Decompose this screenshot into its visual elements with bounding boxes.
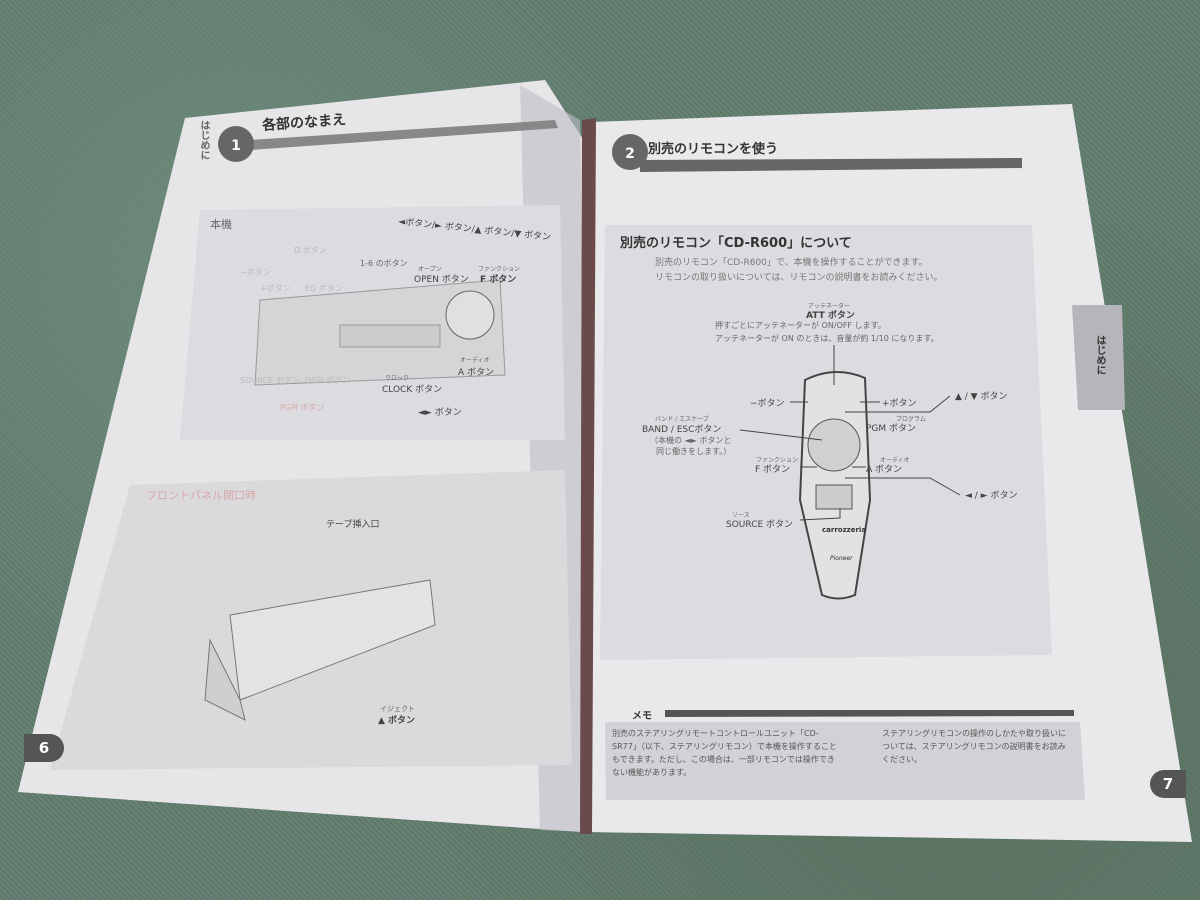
right-page-title: 別売のリモコンを使う [648, 142, 779, 157]
remote-brand: carrozzeria [822, 526, 867, 534]
remote-label-source: SOURCE ボタン [726, 520, 794, 530]
remote-label-plus: +ボタン [882, 399, 917, 409]
left-page-number: 6 [24, 734, 64, 762]
label-a-button: A ボタン [458, 368, 495, 378]
right-section-title: 別売のリモコン「CD-R600」について [620, 236, 852, 251]
label-f-button: F ボタン [480, 275, 517, 285]
right-chapter-badge: 2 [612, 134, 648, 170]
remote-label-band: BAND / ESCボタン [642, 425, 722, 435]
label-clock-ruby: クロック [385, 375, 410, 382]
label-plus-button: +ボタン [260, 284, 291, 293]
head-unit-dial [445, 290, 495, 340]
front-panel-drawing [229, 579, 436, 701]
label-lr-button: ◄► ボタン [418, 408, 462, 418]
memo-bar [665, 710, 1074, 717]
section-front-panel: フロントパネル開口時 [146, 489, 256, 502]
att-ruby: アッテネーター [808, 303, 851, 310]
remote-dpad [807, 418, 861, 472]
remote-band-note-2: 同じ働きをします。） [656, 447, 732, 456]
label-audio-ruby: オーディオ [460, 357, 490, 364]
remote-label-f: F ボタン [755, 465, 791, 475]
spine [580, 118, 596, 834]
remote-label-left-right: ◄ / ► ボタン [965, 491, 1018, 501]
memo-title: メモ [632, 711, 652, 722]
label-eject-button: ▲ ボタン [378, 716, 416, 726]
left-title-bar [250, 120, 558, 150]
label-source-button: SOURCE ボタン [240, 376, 300, 385]
bullet-2: リモコンの取り扱いについては、リモコンの説明書をお読みください。 [655, 273, 943, 283]
right-side-tab: はじめに [1094, 335, 1105, 375]
remote-band-note-1: （本機の ◄► ボタンと [650, 436, 732, 445]
head-unit-display [339, 324, 441, 348]
label-eq-button: EQ ボタン [305, 284, 343, 293]
remote-pgm-ruby: プログラム [896, 416, 926, 423]
label-eject-ruby: イジェクト [380, 705, 415, 713]
label-one-to-six: 1-6 のボタン [360, 259, 408, 268]
remote-band-ruby: バンド / エスケープ [655, 416, 709, 423]
remote-a-ruby: オーディオ [880, 457, 910, 464]
label-d-button: D ボタン [294, 246, 327, 255]
remote-source-ruby: ソース [732, 512, 750, 519]
label-open-button: OPEN ボタン [414, 275, 469, 285]
remote-label-a: A ボタン [866, 465, 903, 475]
remote-leader-lines [739, 345, 961, 521]
att-desc-1: 押すごとにアッテネーターが ON/OFF します。 [715, 321, 886, 330]
front-panel-tray [204, 638, 246, 721]
right-title-bar [640, 158, 1022, 172]
remote-label-minus: −ボタン [750, 399, 785, 409]
right-chapter-number: 2 [625, 146, 635, 162]
att-label: ATT ボタン [806, 311, 855, 321]
memo-item-1: 別売のステアリングリモートコントロールユニット「CD-SR77」（以下、ステアリ… [612, 729, 837, 777]
remote-f-ruby: ファンクション [756, 457, 799, 464]
label-pgm-button: PGM ボタン [280, 403, 325, 412]
memo-box [605, 722, 1085, 800]
remote-label-pgm: PGM ボタン [866, 424, 917, 434]
label-minus-button: −ボタン [240, 268, 271, 277]
remote-label-up-down: ▲ / ▼ ボタン [955, 392, 1008, 402]
label-open-ruby: オープン [418, 266, 442, 273]
remote-source-button [815, 484, 853, 510]
left-chapter-badge: 1 [218, 126, 254, 162]
right-page-number: 7 [1150, 770, 1186, 798]
remote-maker: Pioneer [830, 555, 853, 562]
att-desc-2: アッテネーターが ON のときは、音量が約 1/10 になります。 [715, 334, 939, 343]
bullet-1: 別売のリモコン「CD-R600」で、本機を操作することができます。 [655, 258, 928, 268]
label-tape-slot: テープ挿入口 [326, 520, 380, 530]
right-side-tab [1072, 305, 1125, 410]
label-clock-button: CLOCK ボタン [382, 385, 443, 395]
section-main-unit: 本機 [210, 218, 232, 231]
memo-item-2: ステアリングリモコンの操作のしかたや取り扱いについては、ステアリングリモコンの説… [882, 729, 1066, 764]
left-chapter-number: 1 [231, 138, 241, 154]
label-f-ruby: ファンクション [478, 266, 521, 273]
label-display-button: DISP ボタン [305, 376, 350, 385]
left-side-tab: はじめに [198, 120, 209, 160]
